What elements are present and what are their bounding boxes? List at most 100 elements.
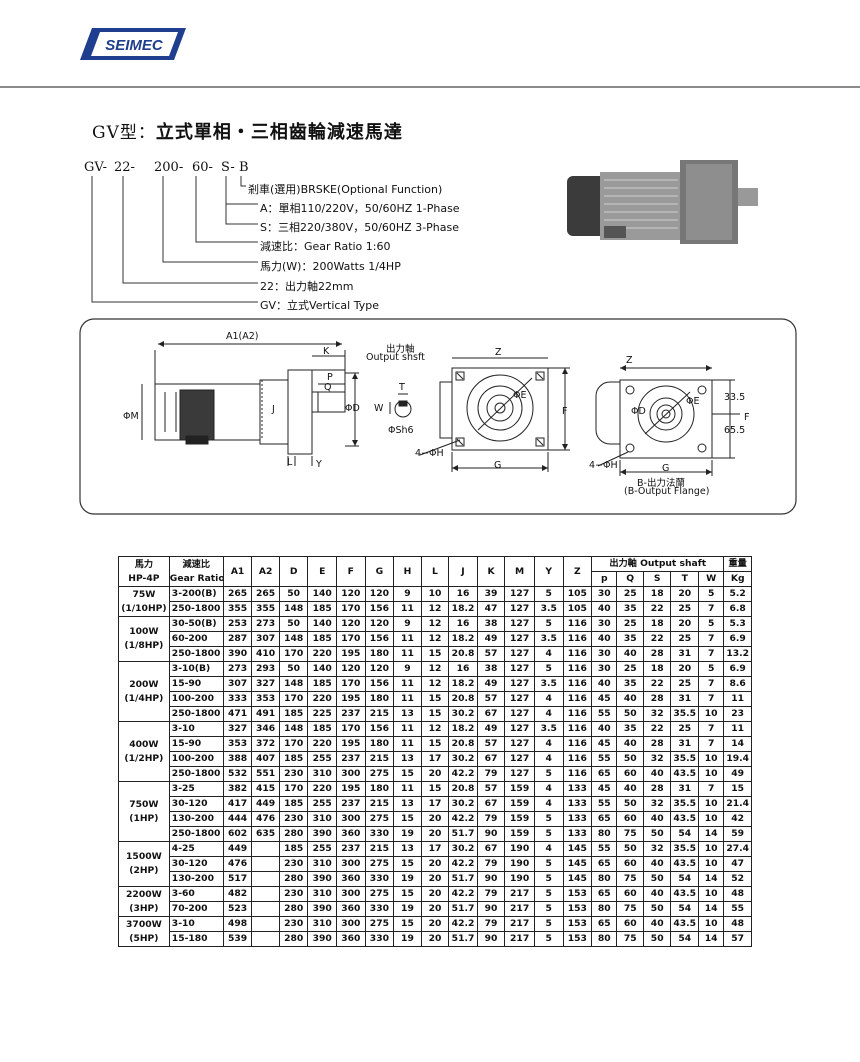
value-cell: 127: [504, 766, 535, 782]
header-q: Q: [616, 571, 644, 587]
header-s: S: [642, 571, 672, 587]
value-cell: 45: [591, 691, 618, 707]
value-cell: [251, 886, 280, 902]
value-cell: 255: [307, 796, 338, 812]
value-cell: 220: [307, 691, 338, 707]
value-cell: 12: [420, 616, 450, 632]
value-cell: 67: [476, 706, 506, 722]
value-cell: 80: [591, 901, 618, 917]
dim-h2: 4−ΦH: [589, 460, 618, 471]
value-cell: 307: [222, 676, 253, 692]
power-cell: 3700W(5HP): [118, 916, 170, 947]
value-cell: 15: [393, 916, 422, 932]
value-cell: 11: [393, 691, 422, 707]
value-cell: 360: [336, 826, 366, 842]
header-k: K: [476, 556, 506, 587]
value-cell: 185: [307, 721, 338, 737]
value-cell: 79: [476, 886, 506, 902]
value-cell: 40: [642, 856, 672, 872]
value-cell: 20.8: [448, 781, 478, 797]
gear-ratio-cell: 250-1800: [168, 601, 224, 617]
value-cell: 65: [591, 886, 618, 902]
value-cell: 59: [723, 826, 752, 842]
value-cell: 390: [222, 646, 253, 662]
value-cell: 10: [697, 886, 725, 902]
legend-gear-ratio: 減速比：Gear Ratio 1:60: [260, 240, 391, 253]
value-cell: 170: [278, 646, 309, 662]
value-cell: 32: [642, 796, 672, 812]
value-cell: 9: [393, 586, 422, 602]
value-cell: 60: [616, 811, 644, 827]
value-cell: 7: [697, 676, 725, 692]
value-cell: [251, 916, 280, 932]
value-cell: 230: [278, 916, 309, 932]
value-cell: 20: [670, 661, 699, 677]
value-cell: 5: [533, 931, 564, 947]
value-cell: 20: [420, 901, 450, 917]
dim-y: Y: [316, 459, 322, 470]
value-cell: 105: [562, 601, 593, 617]
value-cell: 52: [723, 871, 752, 887]
gear-ratio-cell: 3-10(B): [168, 661, 224, 677]
value-cell: 20: [420, 826, 450, 842]
value-cell: 18: [642, 586, 672, 602]
value-cell: 57: [476, 646, 506, 662]
value-cell: 14: [723, 736, 752, 752]
value-cell: 635: [251, 826, 280, 842]
header-t: T: [670, 571, 699, 587]
code-phase: S-: [221, 160, 235, 175]
value-cell: 30: [591, 661, 618, 677]
value-cell: 55: [591, 706, 618, 722]
value-cell: 17: [420, 841, 450, 857]
value-cell: 148: [278, 676, 309, 692]
value-cell: 127: [504, 601, 535, 617]
value-cell: 127: [504, 646, 535, 662]
dim-33-5: 33.5: [724, 392, 746, 403]
value-cell: 5: [533, 916, 564, 932]
value-cell: 51.7: [448, 931, 478, 947]
legend-shaft: 22：出力軸22mm: [260, 280, 354, 293]
value-cell: 417: [222, 796, 253, 812]
value-cell: 5: [533, 901, 564, 917]
value-cell: 153: [562, 916, 593, 932]
value-cell: 133: [562, 781, 593, 797]
value-cell: 32: [642, 751, 672, 767]
value-cell: 43.5: [670, 856, 699, 872]
value-cell: 50: [278, 586, 309, 602]
gear-ratio-cell: 130-200: [168, 871, 224, 887]
value-cell: 42.2: [448, 886, 478, 902]
value-cell: 15: [420, 781, 450, 797]
value-cell: 217: [504, 931, 535, 947]
value-cell: 40: [642, 886, 672, 902]
value-cell: 133: [562, 826, 593, 842]
value-cell: 15: [393, 886, 422, 902]
value-cell: 127: [504, 676, 535, 692]
value-cell: 15: [420, 736, 450, 752]
logo-text: SEIMEC: [105, 37, 164, 54]
value-cell: 18.2: [448, 676, 478, 692]
value-cell: 300: [336, 856, 366, 872]
value-cell: 5: [533, 616, 564, 632]
value-cell: 170: [336, 676, 366, 692]
value-cell: 43.5: [670, 886, 699, 902]
value-cell: 7: [697, 781, 725, 797]
value-cell: 43.5: [670, 811, 699, 827]
value-cell: 25: [670, 631, 699, 647]
value-cell: 11: [393, 721, 422, 737]
value-cell: 255: [307, 751, 338, 767]
header-output-shaft: 出力軸 Output shaft: [591, 556, 725, 572]
value-cell: 57: [723, 931, 752, 947]
value-cell: 280: [278, 871, 309, 887]
value-cell: 67: [476, 841, 506, 857]
value-cell: 40: [616, 781, 644, 797]
value-cell: 330: [364, 901, 395, 917]
value-cell: 225: [307, 706, 338, 722]
value-cell: 185: [307, 601, 338, 617]
value-cell: 116: [562, 616, 593, 632]
value-cell: 31: [670, 736, 699, 752]
gear-ratio-cell: 3-25: [168, 781, 224, 797]
value-cell: 523: [222, 901, 253, 917]
value-cell: 17: [420, 796, 450, 812]
